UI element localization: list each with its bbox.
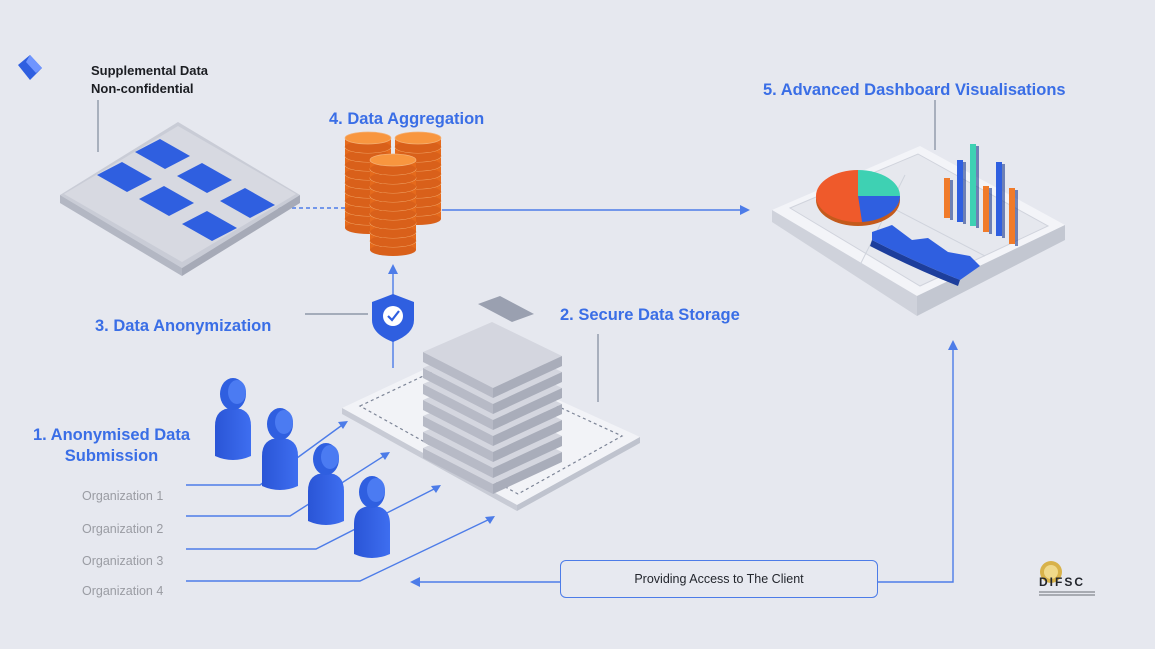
shield-check-icon xyxy=(372,294,414,342)
logo-text: DIFSC xyxy=(1039,575,1085,589)
step-1-label: 1. Anonymised Data Submission xyxy=(32,426,191,465)
supplemental-data-tray-icon xyxy=(60,122,300,276)
difsc-logo: DIFSC xyxy=(1033,558,1097,600)
connector-lines xyxy=(97,100,954,583)
organization-label: Organization 3 xyxy=(82,554,164,568)
arrowheads xyxy=(338,205,958,587)
step-2-label: 2. Secure Data Storage xyxy=(560,306,740,324)
step-3-label: 3. Data Anonymization xyxy=(95,317,272,335)
supplemental-line-1: Supplemental Data xyxy=(91,63,209,78)
client-access-box: Providing Access to The Client xyxy=(560,560,878,598)
logo-globe-icon xyxy=(1039,561,1095,596)
organization-label: Organization 2 xyxy=(82,522,164,536)
coin-stacks-icon xyxy=(344,131,442,256)
step-5-label: 5. Advanced Dashboard Visualisations xyxy=(763,81,1066,99)
dashboard-visualisation-icon xyxy=(772,146,1065,316)
supplemental-line-2: Non-confidential xyxy=(91,81,194,96)
dashboard-bar-chart-icon xyxy=(944,144,1018,246)
client-access-label: Providing Access to The Client xyxy=(634,572,804,586)
supplemental-data-label: Supplemental Data Non-confidential xyxy=(91,62,208,98)
step-4-label: 4. Data Aggregation xyxy=(329,110,485,128)
organization-label: Organization 1 xyxy=(82,489,164,503)
organization-people-icons xyxy=(215,378,390,558)
server-stack-icon xyxy=(423,296,562,494)
brand-logo-icon xyxy=(18,55,42,80)
organization-label: Organization 4 xyxy=(82,584,164,598)
